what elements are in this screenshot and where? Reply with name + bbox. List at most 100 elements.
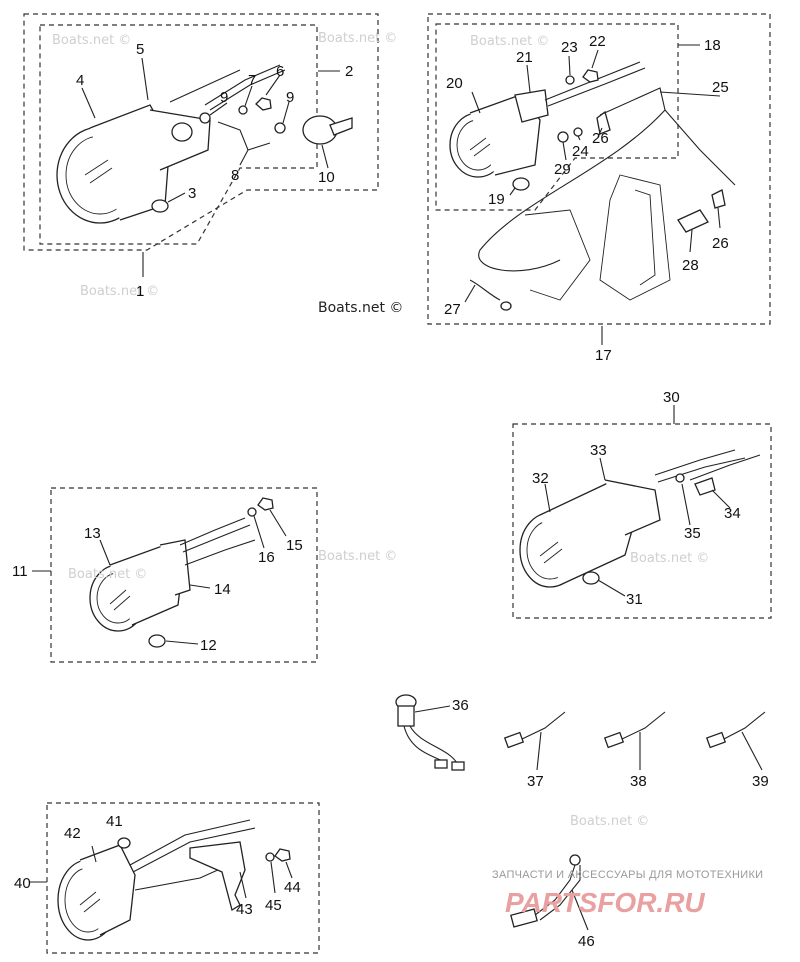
group-30-box [512,423,772,619]
washer-45 [265,852,275,862]
callout-18: 18 [704,37,721,54]
watermark: Boats.net © [630,551,709,566]
callout-9a: 9 [220,89,228,106]
callout-9b: 9 [286,89,294,106]
brand-tagline: ЗАПЧАСТИ И АКСЕССУАРЫ ДЛЯ МОТОТЕХНИКИ [492,869,763,881]
callout-42: 42 [64,825,81,842]
callout-8: 8 [231,167,239,184]
group-1-tachometer-kit [23,13,379,277]
callout-34: 34 [724,505,741,522]
callout-22: 22 [589,33,606,50]
watermark: Boats.net © [318,31,397,46]
callout-25: 25 [712,79,729,96]
watermark: Boats.net © [52,33,131,48]
group-11-box [50,487,318,663]
callout-35: 35 [684,525,701,542]
callout-14: 14 [214,581,231,598]
callout-4: 4 [76,72,84,89]
bracket-14 [159,539,191,596]
callout-44: 44 [284,879,301,896]
bracket-21 [514,89,549,123]
sender-28 [677,209,709,233]
bracket-33 [604,479,661,536]
washer-24 [573,127,583,137]
callout-7: 7 [248,72,256,89]
brand-logo: PARTSFOR.RU [505,887,705,918]
callout-3: 3 [188,185,196,202]
nut-15 [257,497,274,511]
callout-1: 1 [136,283,144,300]
callout-43: 43 [236,901,253,918]
bulb-31 [582,571,600,585]
callout-labels: 1 2 3 4 5 6 7 8 9 9 10 11 12 13 14 15 16… [12,33,769,950]
callout-36: 36 [452,697,469,714]
callout-15: 15 [286,537,303,554]
watermarks: Boats.net © Boats.net © Boats.net © Boat… [52,31,763,918]
callout-26b: 26 [712,235,729,252]
group-2-inner-box [39,24,318,245]
washer-35 [675,473,685,483]
group-17-box [427,13,771,325]
nut-44 [274,848,291,862]
callout-46: 46 [578,933,595,950]
callout-12: 12 [200,637,217,654]
nut-34 [694,477,716,496]
connector-27 [500,301,512,311]
callout-41: 41 [106,813,123,830]
bulb-12 [148,634,166,648]
bulb-19 [512,177,530,191]
callout-10: 10 [318,169,335,186]
callout-5: 5 [136,41,144,58]
washer-9a [199,112,211,124]
callout-16: 16 [258,549,275,566]
watermark: Boats.net © [570,814,649,829]
callout-21: 21 [516,49,533,66]
washer-16 [247,507,257,517]
callout-45: 45 [265,897,282,914]
group-30-tachometer-kit [512,405,772,619]
callout-29: 29 [554,161,571,178]
watermark: Boats.net © [318,549,397,564]
watermark: Boats.net © [68,567,147,582]
callout-26a: 26 [592,130,609,147]
watermark-main: Boats.net © [318,300,403,316]
callout-39: 39 [752,773,769,790]
nut-29 [557,131,569,143]
watermark: Boats.net © [80,284,159,299]
callout-30: 30 [663,389,680,406]
callout-17: 17 [595,347,612,364]
callout-2: 2 [345,63,353,80]
bulb-3 [151,199,169,213]
harness-parts [395,694,766,771]
callout-38: 38 [630,773,647,790]
connector-46 [510,908,538,928]
bracket-43 [189,841,246,912]
washer-23 [565,75,575,85]
watermark: Boats.net © [470,34,549,49]
callout-32: 32 [532,470,549,487]
cable-8 [217,121,271,151]
group-40-gauge-kit [30,802,320,954]
bulb-41 [117,837,131,849]
group-18-box [435,23,679,211]
washer-7 [238,105,248,115]
callout-27: 27 [444,301,461,318]
callout-20: 20 [446,75,463,92]
engine-block [599,174,671,301]
group-17-tachometer-kit [427,13,771,345]
callout-28: 28 [682,257,699,274]
callout-6: 6 [276,63,284,80]
callout-11: 11 [12,563,28,580]
harness-46 [510,854,589,931]
harness-37 [519,711,566,741]
callout-24: 24 [572,143,589,160]
callout-31: 31 [626,591,643,608]
callout-40: 40 [14,875,31,892]
group-11-gauge-kit [32,487,318,663]
clip-26b [711,189,726,209]
cable-25 [599,87,736,186]
washer-9b [274,122,286,134]
harness-39 [721,711,766,741]
callout-37: 37 [527,773,544,790]
